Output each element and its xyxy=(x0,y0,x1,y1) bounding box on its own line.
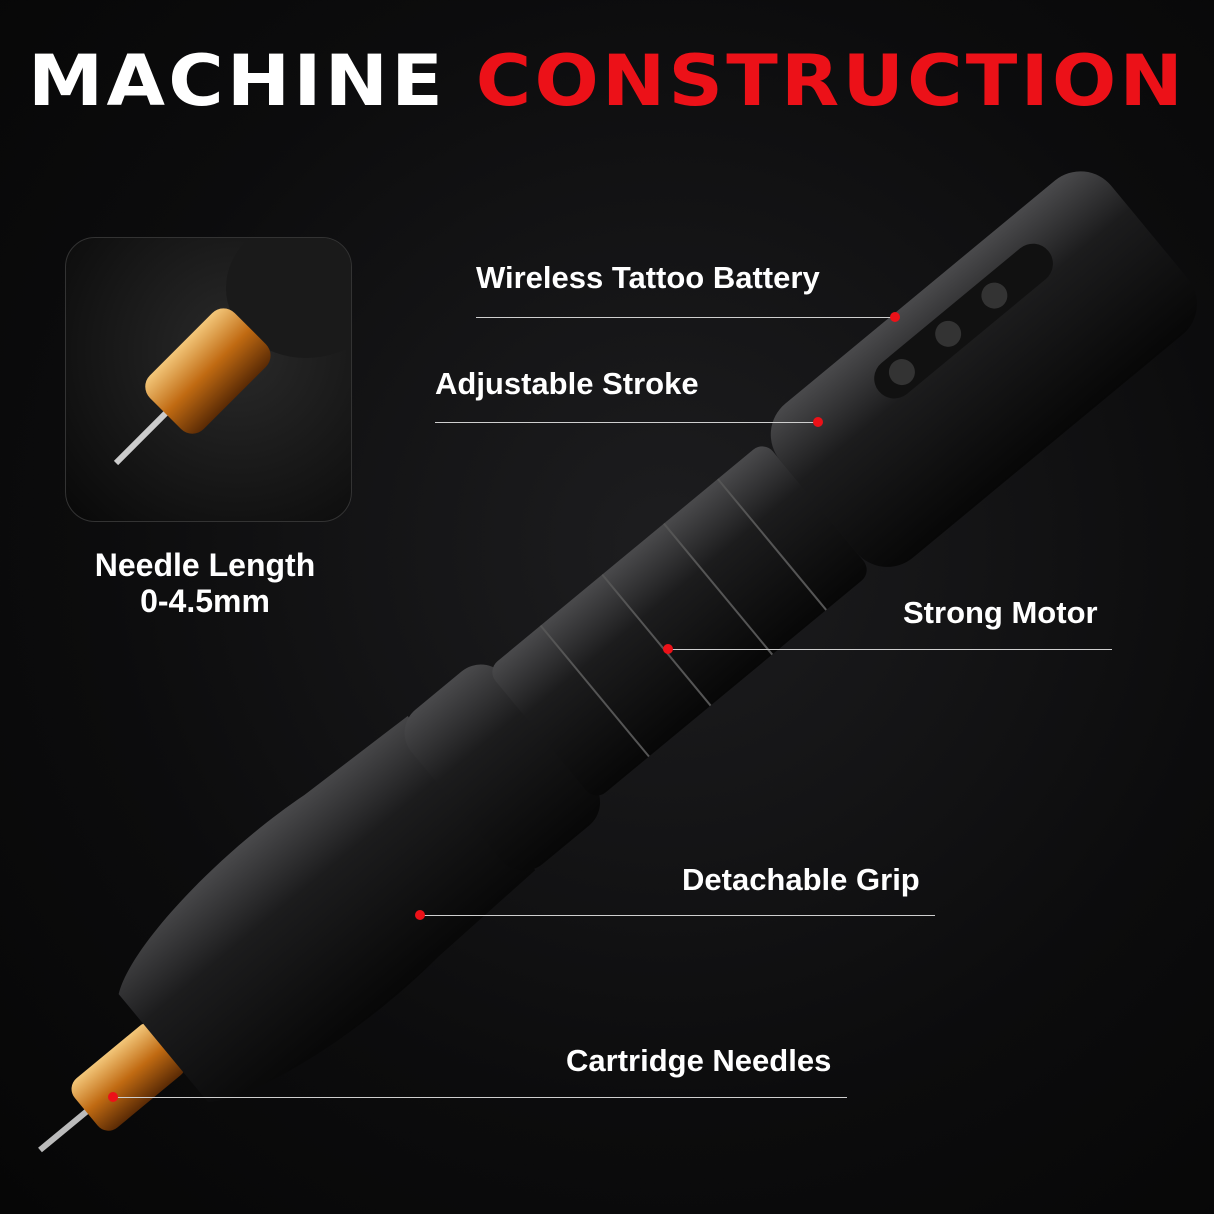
needle-closeup-image xyxy=(113,238,351,466)
callout-needles-line xyxy=(113,1097,847,1098)
callout-motor-line xyxy=(668,649,1112,650)
callout-battery-line xyxy=(476,317,895,318)
callout-battery-label: Wireless Tattoo Battery xyxy=(476,260,820,295)
callout-grip-line xyxy=(420,915,935,916)
callout-needles-label: Cartridge Needles xyxy=(566,1043,832,1078)
title-part-red: CONSTRUCTION xyxy=(475,40,1187,122)
callout-stroke-line xyxy=(435,422,818,423)
callout-battery-dot xyxy=(890,312,900,322)
power-button xyxy=(935,320,962,347)
callout-grip-dot xyxy=(415,910,425,920)
cartridge xyxy=(71,1022,186,1131)
callout-motor-label: Strong Motor xyxy=(903,595,1098,630)
plus-button xyxy=(981,282,1008,309)
grip-collar xyxy=(404,664,601,871)
page-title: MACHINE CONSTRUCTION xyxy=(0,40,1214,122)
title-part-white: MACHINE xyxy=(27,40,447,122)
callout-motor-dot xyxy=(663,644,673,654)
motor-body xyxy=(492,446,867,796)
needle-closeup-inset xyxy=(65,237,352,522)
needle-length-label: Needle Length xyxy=(94,547,316,583)
needle-length-value: 0-4.5mm xyxy=(140,583,270,619)
callout-grip-label: Detachable Grip xyxy=(682,862,920,897)
needle-tip xyxy=(38,1103,96,1153)
callout-stroke-label: Adjustable Stroke xyxy=(435,366,699,401)
minus-button xyxy=(888,359,915,386)
battery xyxy=(770,171,1197,567)
callout-needles-dot xyxy=(108,1092,118,1102)
callout-stroke-dot xyxy=(813,417,823,427)
grip xyxy=(118,715,536,1102)
